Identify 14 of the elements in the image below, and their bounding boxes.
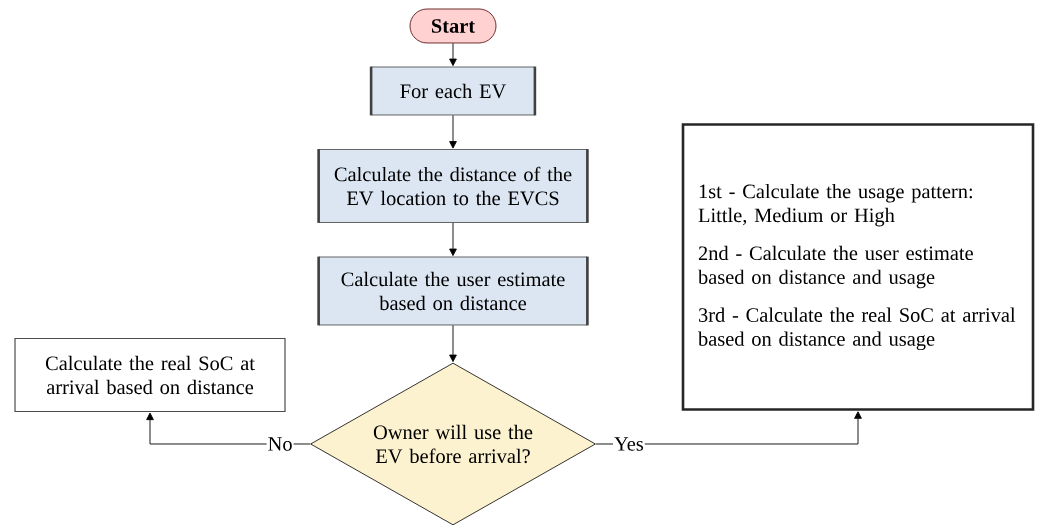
- process-box: Calculate the real SoC at arrival based on distance: [14, 337, 286, 413]
- edge-label: Yes: [613, 436, 645, 452]
- process-box: Calculate the distance of the EV location to the EVCS: [317, 149, 589, 223]
- arrow: [449, 222, 457, 257]
- process-box: Calculate the user estimate based on distance: [317, 256, 589, 326]
- edge-label: No: [266, 436, 294, 452]
- arrow: [146, 412, 311, 445]
- start-terminal: Start: [409, 8, 497, 44]
- arrow: [449, 114, 457, 149]
- arrow: [449, 324, 457, 363]
- arrow: [595, 411, 862, 445]
- process-box: 1st - Calculate the usage pattern: Little, Medium or High 2nd - Calculate the user estimate based on distance and usage 3rd - Calculate the real SoC at arrival based on distance and usage: [681, 123, 1035, 411]
- arrow: [449, 42, 457, 67]
- process-box: For each EV: [369, 66, 537, 116]
